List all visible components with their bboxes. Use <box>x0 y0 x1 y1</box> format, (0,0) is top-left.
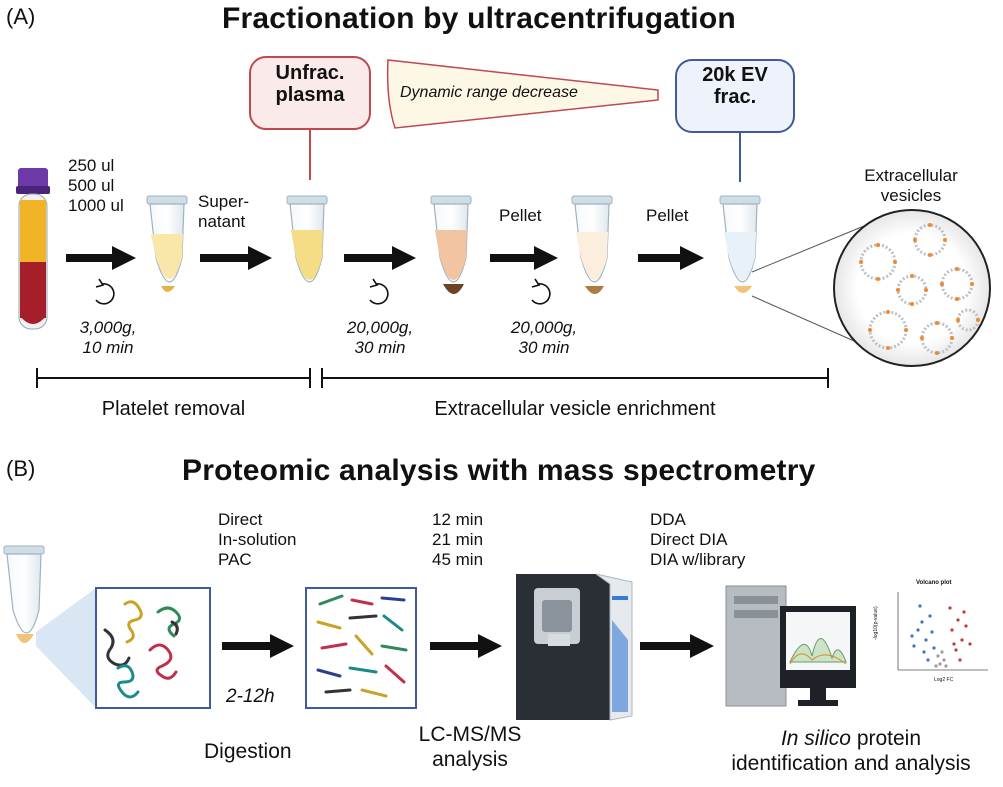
mass-spectrometer <box>516 573 633 721</box>
brackets <box>36 368 829 388</box>
computer <box>725 585 856 707</box>
volcano-ylabel: -log10(p-value) <box>873 606 879 640</box>
platelet-removal-label: Platelet removal <box>101 398 246 420</box>
spin-condition-1: 3,000g,10 min <box>79 318 137 357</box>
ev-fraction-callout <box>675 59 795 182</box>
arrows-b <box>222 634 714 658</box>
insilico-caption: In silico protein identification and ana… <box>731 727 971 776</box>
panel-a-letter: (A) <box>6 4 36 29</box>
volcano-title: Volcano plot <box>916 580 952 586</box>
unfrac-plasma-callout <box>249 56 371 180</box>
spin-condition-3: 20,000g,30 min <box>510 318 578 357</box>
arrows-a <box>66 246 704 270</box>
tube-4 <box>571 195 613 294</box>
tube-2 <box>286 195 328 283</box>
panel-b-tube <box>3 545 96 708</box>
pellet-label-1: Pellet <box>499 206 542 225</box>
supernatant-label: Super-natant <box>198 192 250 231</box>
panel-a-title: Fractionation by ultracentrifugation <box>222 2 736 35</box>
dynamic-range-wedge <box>386 59 659 129</box>
tube-5 <box>719 195 761 293</box>
spin-condition-2: 20,000g,30 min <box>346 318 414 357</box>
volcano-xlabel: Log2 FC <box>934 677 954 683</box>
rotation-icons <box>95 278 551 305</box>
unfrac-plasma-label: Unfrac.plasma <box>275 62 345 107</box>
blood-tube <box>16 168 50 330</box>
dynamic-range-label: Dynamic range decrease <box>400 84 578 101</box>
panel-b-title: Proteomic analysis with mass spectrometr… <box>182 454 816 487</box>
ev-enrichment-label: Extracellular vesicle enrichment <box>434 398 716 420</box>
tube-1 <box>146 195 188 292</box>
pellet-label-2: Pellet <box>646 206 689 225</box>
volcano-plot <box>897 592 988 671</box>
panel-b-letter: (B) <box>6 456 36 481</box>
digestion-caption: Digestion <box>204 740 292 763</box>
vesicle-zoom <box>751 209 991 367</box>
peptide-box <box>305 587 417 709</box>
digestion-time: 2-12h <box>226 686 275 707</box>
protein-box <box>95 587 211 709</box>
tube-3 <box>430 195 472 294</box>
